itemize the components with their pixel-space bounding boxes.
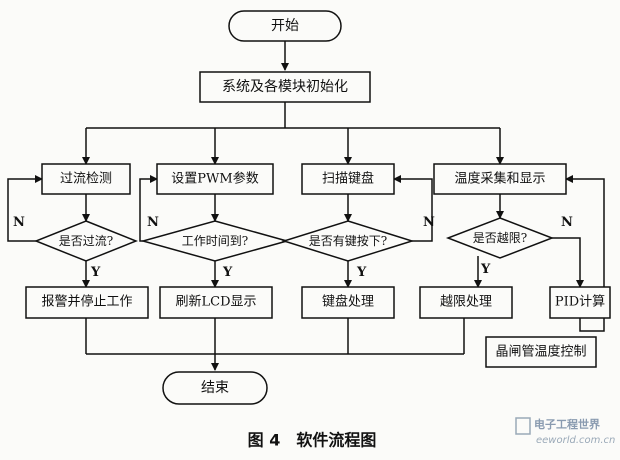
end-label: 结束: [201, 380, 229, 396]
b3-no-marker: N: [423, 215, 435, 230]
b3-action-label: 键盘处理: [322, 294, 374, 310]
watermark-icon: [515, 417, 531, 435]
watermark-title: 电子工程世界: [534, 417, 600, 431]
b4-yes-action-label: 越限处理: [440, 295, 492, 310]
b4-process-box: [433, 163, 567, 195]
b1-no-marker: N: [13, 215, 25, 230]
b4-yes-marker: Y: [480, 262, 491, 277]
init-box: [199, 71, 371, 103]
watermark-logo: 电子工程世界 eeworld.com.cn: [515, 417, 615, 446]
init-label: 系统及各模块初始化: [222, 78, 348, 95]
b4-no-action-label: PID计算: [555, 295, 605, 310]
b3-yes-marker: Y: [356, 265, 367, 280]
connector-b4-pid-loop: [565, 175, 605, 332]
b1-yes-marker: Y: [90, 265, 101, 280]
b2-action-label: 刷新LCD显示: [175, 294, 256, 310]
b1-action-label: 报警并停止工作: [41, 294, 132, 310]
b3-process-box: [301, 163, 395, 195]
b4-control-label: 晶闸管温度控制: [495, 344, 586, 360]
b3-action-box: [301, 286, 395, 319]
b1-decision-diamond: [33, 220, 139, 262]
b2-no-marker: N: [147, 215, 159, 230]
b2-action-box: [159, 286, 273, 319]
b4-yes-action-box: [419, 286, 513, 319]
connector-b4-no: [552, 237, 584, 288]
start-terminal: [228, 10, 342, 42]
flow-connectors: [7, 41, 605, 371]
b4-no-action-box: [549, 286, 611, 319]
b4-control-box: [485, 336, 597, 368]
b2-process-label: 设置PWM参数: [171, 171, 258, 187]
b4-no-marker: N: [561, 215, 573, 230]
b2-decision-diamond: [140, 220, 290, 262]
b3-decision-label: 是否有键按下?: [309, 234, 387, 248]
b4-decision-diamond: [445, 217, 555, 259]
b2-decision-label: 工作时间到?: [182, 234, 248, 248]
flow-labels: 开始 系统及各模块初始化 过流检测 设置PWM参数 扫描键盘 温度采集和显示 是…: [41, 18, 605, 396]
connector-b2-no-loop: [139, 175, 158, 242]
b3-decision-diamond: [281, 220, 415, 262]
b2-yes-marker: Y: [222, 265, 233, 280]
branch-markers: N N N N Y Y Y Y: [13, 215, 573, 280]
start-label: 开始: [271, 18, 299, 34]
connector-b1-no-loop: [7, 175, 43, 242]
flow-shapes: [25, 10, 611, 405]
b1-action-box: [25, 286, 149, 319]
b2-process-box: [156, 163, 274, 195]
figure-caption: 图 4 软件流程图: [248, 431, 377, 450]
b3-process-label: 扫描键盘: [322, 171, 374, 187]
connector-b3-no-loop: [393, 175, 433, 242]
b4-decision-label: 是否越限?: [473, 231, 527, 245]
end-terminal: [162, 371, 268, 405]
b1-process-label: 过流检测: [60, 172, 112, 187]
b4-process-label: 温度采集和显示: [454, 171, 545, 187]
watermark-url: eeworld.com.cn: [536, 435, 615, 446]
b1-decision-label: 是否过流?: [59, 234, 113, 248]
b1-process-box: [41, 163, 131, 195]
